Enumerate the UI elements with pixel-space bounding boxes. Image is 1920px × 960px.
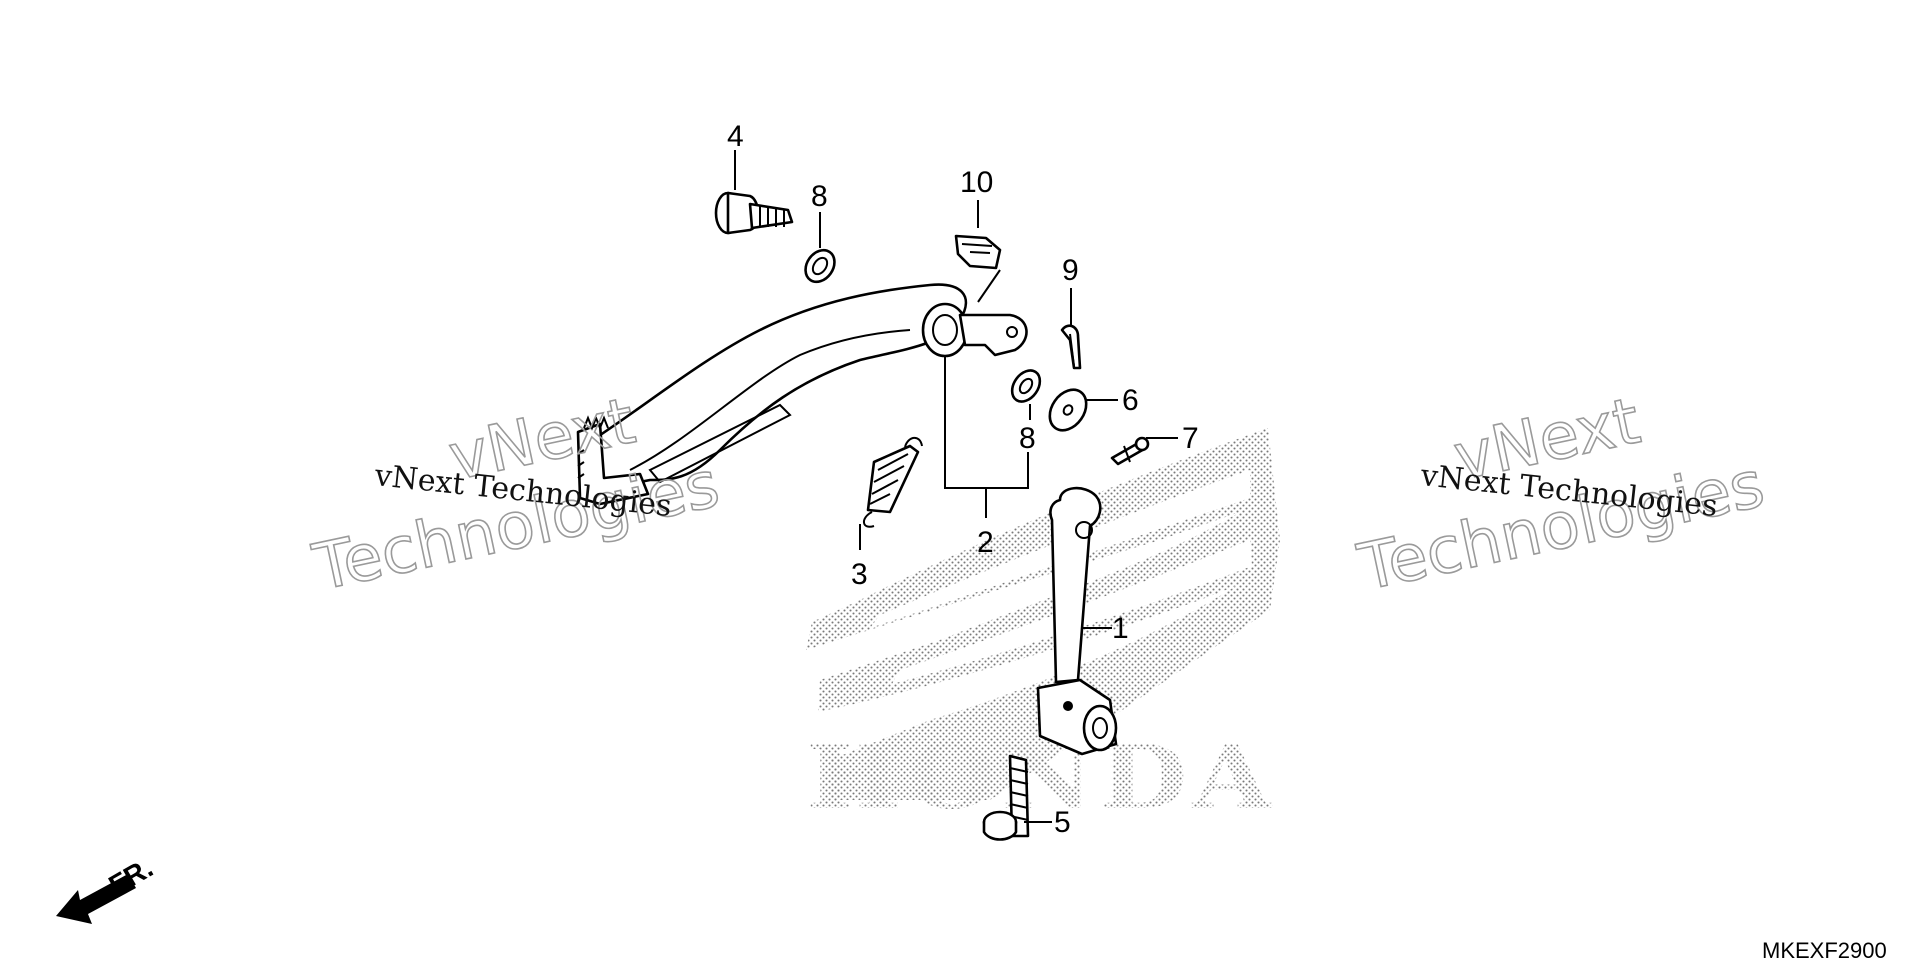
oil-seal-top (804, 248, 836, 284)
callout-1: 1 (1112, 612, 1129, 645)
brake-pedal (576, 283, 1028, 506)
joint-pin (1110, 436, 1150, 466)
flange-bolt (982, 754, 1030, 841)
pivot-bolt (714, 191, 794, 235)
front-arrow-icon: FR. (56, 852, 158, 924)
oil-seal-bottom (1010, 369, 1042, 403)
plain-washer (1048, 388, 1088, 432)
watermark-right: vNext Technologies vNext Technologies (1351, 384, 1771, 607)
return-spring (863, 436, 923, 528)
callout-8-top: 8 (811, 180, 828, 213)
leader-lines (734, 150, 1178, 823)
callout-10: 10 (960, 166, 993, 199)
honda-logo-text: HONDA (806, 725, 1276, 829)
callout-8-bottom: 8 (1019, 422, 1036, 455)
pushrod-assembly (1036, 486, 1118, 756)
callout-7: 7 (1182, 422, 1199, 455)
diagram-code: MKEXF2900 (1762, 938, 1887, 960)
cotter-pin (1060, 324, 1082, 370)
callout-6: 6 (1122, 384, 1139, 417)
callout-5: 5 (1054, 806, 1071, 839)
spring-clip (954, 234, 1002, 303)
callout-3: 3 (851, 558, 868, 591)
callout-4: 4 (727, 120, 744, 153)
callout-2: 2 (977, 526, 994, 559)
callout-9: 9 (1062, 254, 1079, 287)
